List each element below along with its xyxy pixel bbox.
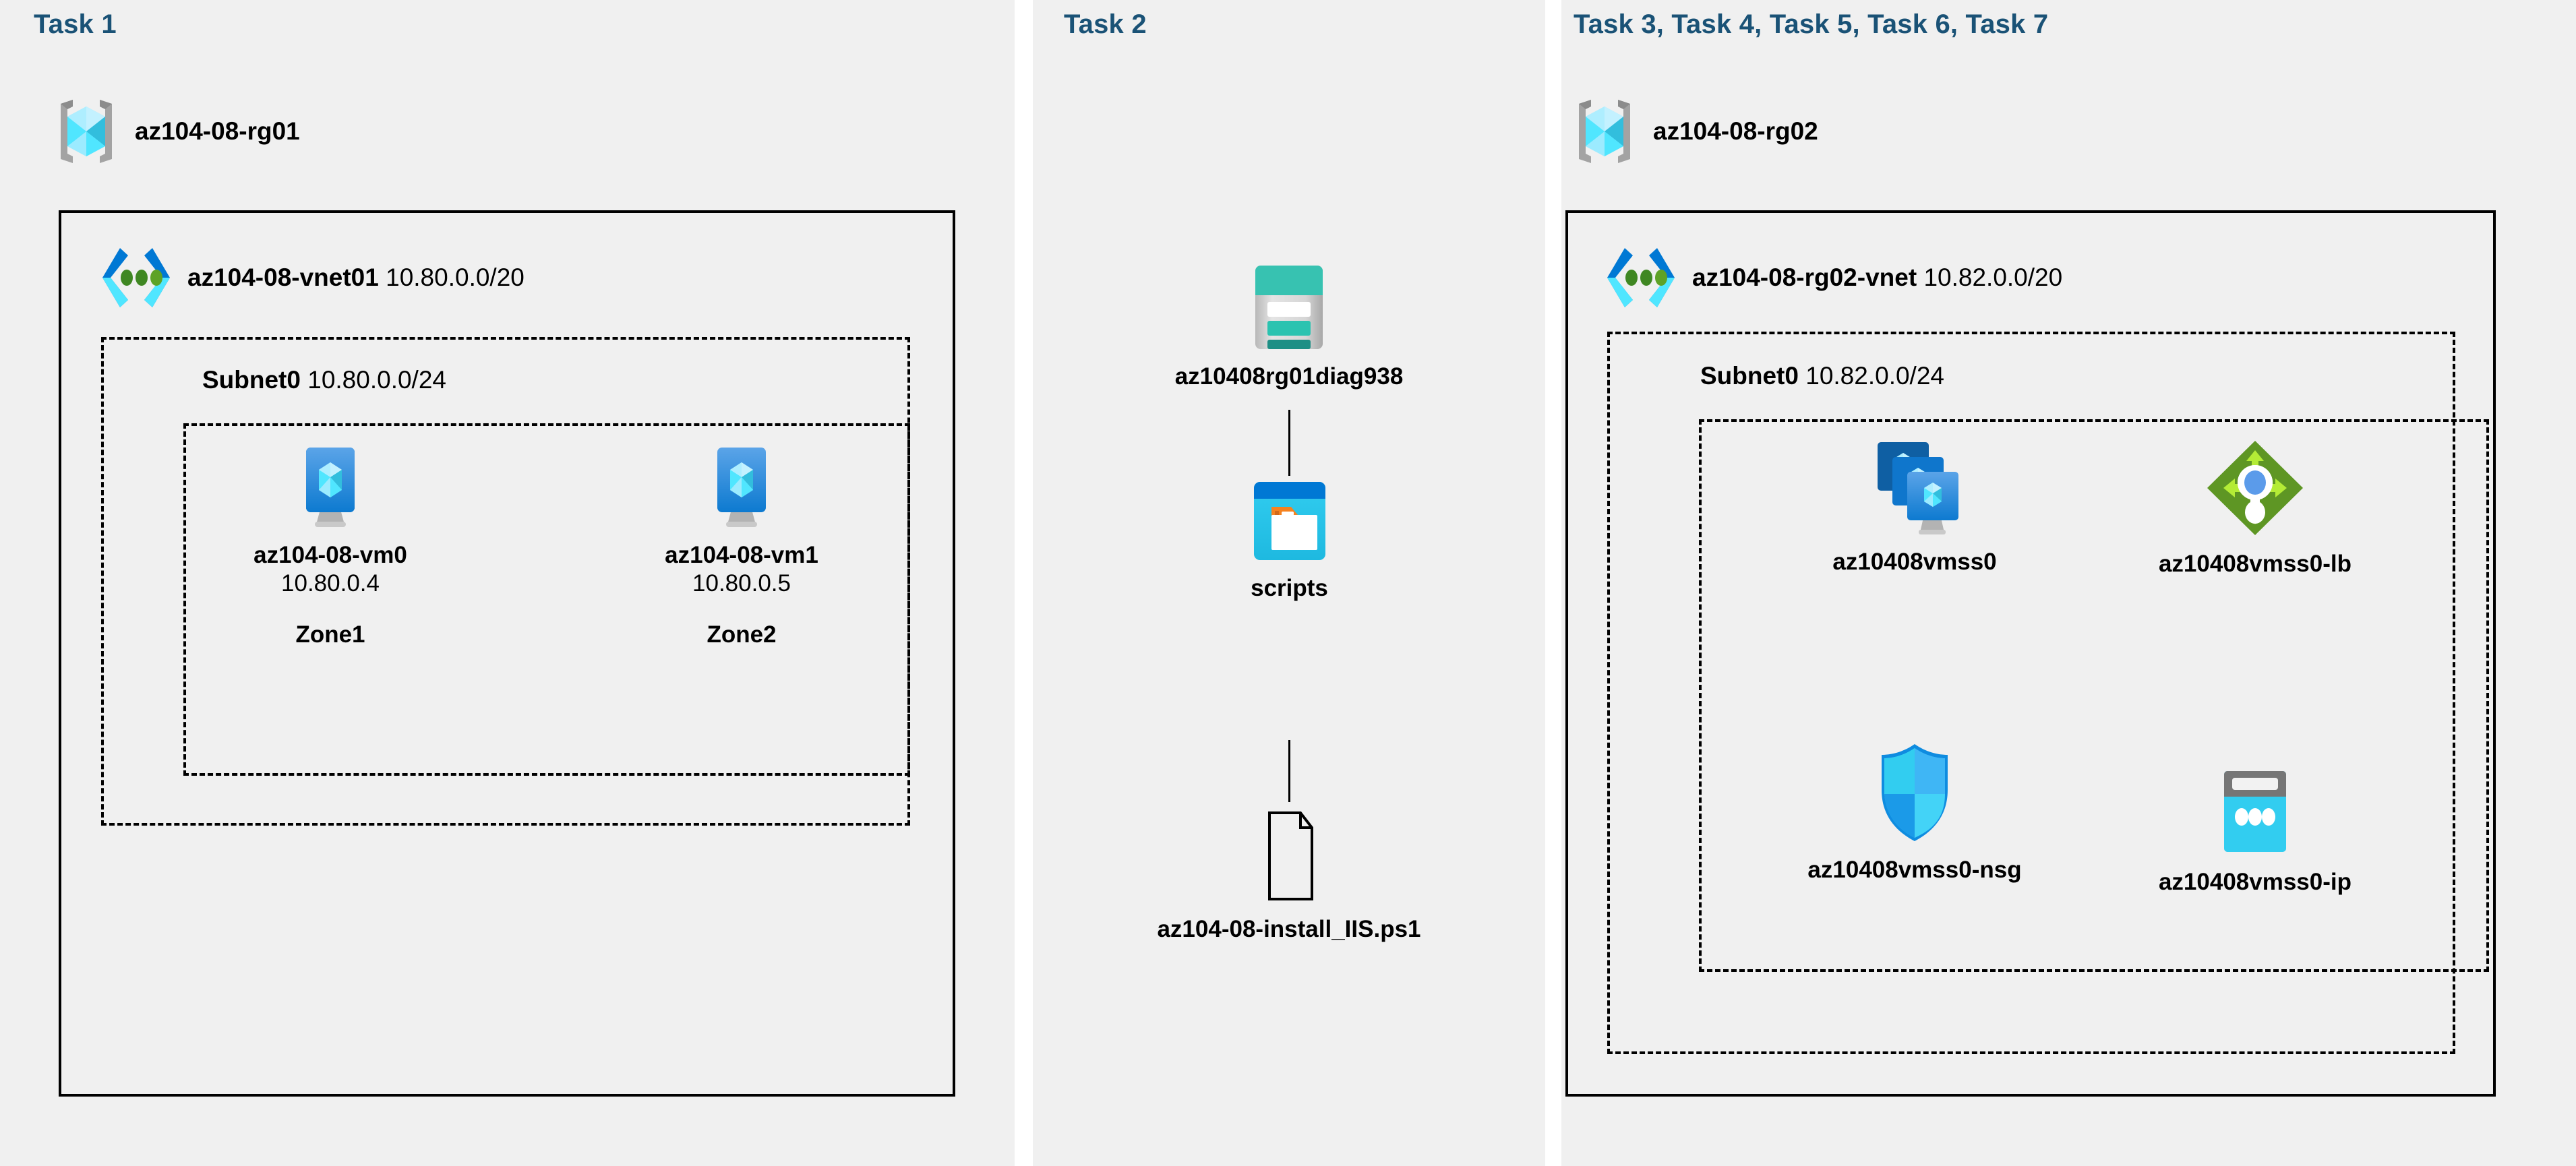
task1-vm-group-box [183,423,910,776]
task3to7-vnet-name: az104-08-rg02-vnet 10.82.0.0/20 [1692,264,2063,291]
task3to7-vm-scale-set[interactable]: az10408vmss0 [1800,438,2029,576]
public-ip-address-icon [2216,768,2294,856]
file-icon [1247,809,1331,903]
task3to7-subnet-label: Subnet0 10.82.0.0/24 [1700,362,1944,390]
connector-storage-to-container [1288,410,1290,476]
task2-blob-container[interactable]: scripts [1207,480,1372,602]
task3to7-subnet-box [1607,332,2455,1054]
task2-script-file[interactable]: az104-08-install_IIS.ps1 [1127,809,1451,943]
task3to7-public-ip[interactable]: az10408vmss0-ip [2140,768,2370,896]
task1-vm-1-name: az104-08-vm1 [665,542,818,568]
task3to7-load-balancer[interactable]: az10408vmss0-lb [2117,438,2393,578]
task3to7-resource-group-inner-box [1699,419,2489,972]
task3to7-network-security-group-name: az10408vmss0-nsg [1807,857,2022,883]
task1-vm-1[interactable]: az104-08-vm1 10.80.0.5 Zone2 [640,445,843,648]
task1-vnet-box [59,210,955,1097]
panel-task1 [0,0,1015,1166]
virtual-machine-icon [702,445,781,529]
network-security-group-icon [1871,741,1958,844]
virtual-network-icon [1605,244,1677,311]
task3to7-vnet-header: az104-08-rg02-vnet 10.82.0.0/20 [1605,244,2062,311]
task3to7-title: Task 3, Task 4, Task 5, Task 6, Task 7 [1574,9,2049,39]
task2-storage-account[interactable]: az10408rg01diag938 [1175,263,1403,390]
virtual-network-icon [100,244,173,311]
task1-subnet-label: Subnet0 10.80.0.0/24 [202,366,446,394]
task1-vm-0-ip: 10.80.0.4 [281,570,380,597]
task3to7-public-ip-name: az10408vmss0-ip [2158,869,2352,895]
task1-vnet-header: az104-08-vnet01 10.80.0.0/20 [100,244,525,311]
task3to7-network-security-group[interactable]: az10408vmss0-nsg [1780,741,2049,884]
task1-resource-group-header: az104-08-rg01 [53,94,300,168]
task3to7-resource-group-header: az104-08-rg02 [1571,94,1818,168]
task1-resource-group-name: az104-08-rg01 [135,117,300,145]
task1-vm-1-ip: 10.80.0.5 [692,570,791,597]
task3to7-vnet-box [1565,210,2496,1097]
task1-vm-0-zone: Zone1 [295,621,365,648]
virtual-machine-icon [291,445,370,529]
task1-vm-0[interactable]: az104-08-vm0 10.80.0.4 Zone1 [229,445,431,648]
load-balancer-icon [2205,438,2306,538]
task3to7-load-balancer-name: az10408vmss0-lb [2158,551,2352,577]
task2-title: Task 2 [1064,9,1147,39]
task1-vm-1-zone: Zone2 [707,621,777,648]
connector-container-to-file [1288,740,1290,802]
task3to7-vm-scale-set-name: az10408vmss0 [1832,549,1997,575]
panel-task2 [1033,0,1545,1166]
resource-group-icon [1571,94,1638,168]
storage-account-icon [1249,263,1329,350]
vm-scale-set-icon [1863,438,1967,536]
blob-container-icon [1249,480,1330,562]
task2-storage-account-name: az10408rg01diag938 [1174,363,1404,390]
task2-script-file-name: az104-08-install_IIS.ps1 [1157,916,1421,942]
task1-vm-0-name: az104-08-vm0 [253,542,407,568]
task2-blob-container-name: scripts [1251,575,1328,601]
task1-vnet-name: az104-08-vnet01 10.80.0.0/20 [187,264,525,291]
task3to7-resource-group-name: az104-08-rg02 [1653,117,1818,145]
resource-group-icon [53,94,120,168]
task1-title: Task 1 [34,9,117,39]
